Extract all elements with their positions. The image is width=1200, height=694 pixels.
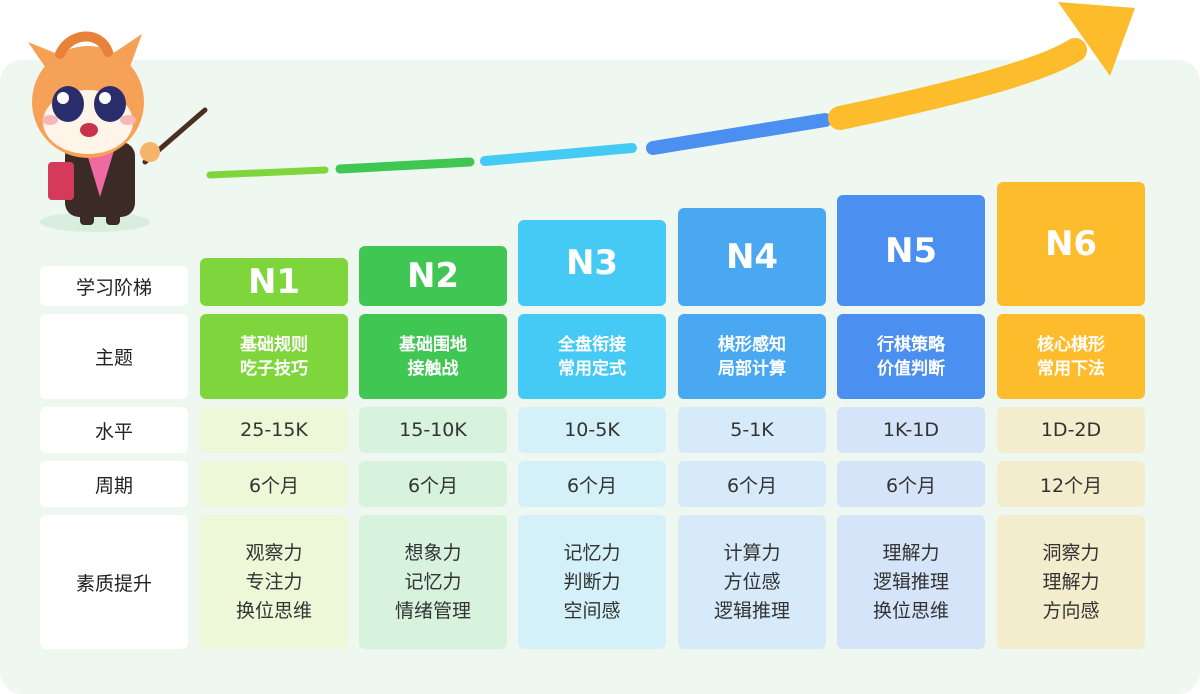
level-n1-theme: 基础规则吃子技巧 — [200, 314, 348, 399]
level-n3-theme: 全盘衔接常用定式 — [518, 314, 666, 399]
level-n4-period: 6个月 — [678, 461, 826, 507]
quality-line: 想象力 — [404, 541, 462, 564]
theme-line: 基础规则 — [240, 334, 308, 355]
level-n2-theme: 基础围地接触战 — [359, 314, 507, 399]
quality-line: 逻辑推理 — [872, 570, 949, 593]
row-label-level: 水平 — [40, 407, 188, 453]
level-n6-theme: 核心棋形常用下法 — [997, 314, 1145, 399]
row-label-theme: 主题 — [40, 314, 188, 399]
theme-line: 棋形感知 — [718, 334, 786, 355]
quality-line: 观察力 — [245, 541, 303, 564]
level-n5-badge: N5 — [837, 195, 985, 306]
quality-line: 记忆力 — [563, 541, 621, 564]
level-n2-period: 6个月 — [359, 461, 507, 507]
theme-line: 吃子技巧 — [240, 358, 308, 379]
level-n3-badge: N3 — [518, 220, 666, 306]
quality-line: 空间感 — [563, 599, 621, 622]
quality-line: 理解力 — [882, 541, 940, 564]
level-n3-quality: 记忆力判断力空间感 — [518, 515, 666, 649]
row-label-period: 周期 — [40, 461, 188, 507]
level-n6-badge: N6 — [997, 182, 1145, 306]
level-n5-level: 1K-1D — [837, 407, 985, 453]
mascot-cat-teacher — [28, 31, 208, 232]
quality-line: 方位感 — [723, 570, 781, 593]
quality-line: 专注力 — [245, 570, 303, 593]
level-n2-level: 15-10K — [359, 407, 507, 453]
quality-line: 计算力 — [723, 541, 781, 564]
quality-line: 换位思维 — [235, 599, 312, 622]
level-n1-quality: 观察力专注力换位思维 — [200, 515, 348, 649]
level-n3-period: 6个月 — [518, 461, 666, 507]
row-label-ladder: 学习阶梯 — [40, 266, 188, 306]
level-n5-period: 6个月 — [837, 461, 985, 507]
theme-line: 全盘衔接 — [558, 334, 626, 355]
quality-line: 判断力 — [563, 570, 621, 593]
level-n2-badge: N2 — [359, 246, 507, 306]
level-n4-level: 5-1K — [678, 407, 826, 453]
quality-line: 洞察力 — [1042, 541, 1100, 564]
level-n5-theme: 行棋策略价值判断 — [837, 314, 985, 399]
theme-line: 局部计算 — [718, 358, 786, 379]
level-n6-period: 12个月 — [997, 461, 1145, 507]
level-n1-badge: N1 — [200, 258, 348, 306]
quality-line: 逻辑推理 — [713, 599, 790, 622]
theme-line: 常用下法 — [1037, 358, 1105, 379]
quality-line: 理解力 — [1042, 570, 1100, 593]
level-n4-badge: N4 — [678, 208, 826, 306]
level-n1-level: 25-15K — [200, 407, 348, 453]
quality-line: 换位思维 — [872, 599, 949, 622]
level-n4-quality: 计算力方位感逻辑推理 — [678, 515, 826, 649]
level-n5-quality: 理解力逻辑推理换位思维 — [837, 515, 985, 649]
theme-line: 常用定式 — [558, 358, 626, 379]
level-n2-quality: 想象力记忆力情绪管理 — [359, 515, 507, 649]
quality-line: 方向感 — [1042, 599, 1100, 622]
theme-line: 行棋策略 — [877, 334, 945, 355]
level-n6-quality: 洞察力理解力方向感 — [997, 515, 1145, 649]
theme-line: 基础围地 — [399, 334, 467, 355]
level-n1-period: 6个月 — [200, 461, 348, 507]
theme-line: 价值判断 — [877, 358, 945, 379]
level-n3-level: 10-5K — [518, 407, 666, 453]
level-n4-theme: 棋形感知局部计算 — [678, 314, 826, 399]
row-label-quality: 素质提升 — [40, 515, 188, 649]
quality-line: 情绪管理 — [394, 599, 471, 622]
theme-line: 接触战 — [407, 358, 459, 379]
theme-line: 核心棋形 — [1037, 334, 1105, 355]
level-n6-level: 1D-2D — [997, 407, 1145, 453]
quality-line: 记忆力 — [404, 570, 462, 593]
